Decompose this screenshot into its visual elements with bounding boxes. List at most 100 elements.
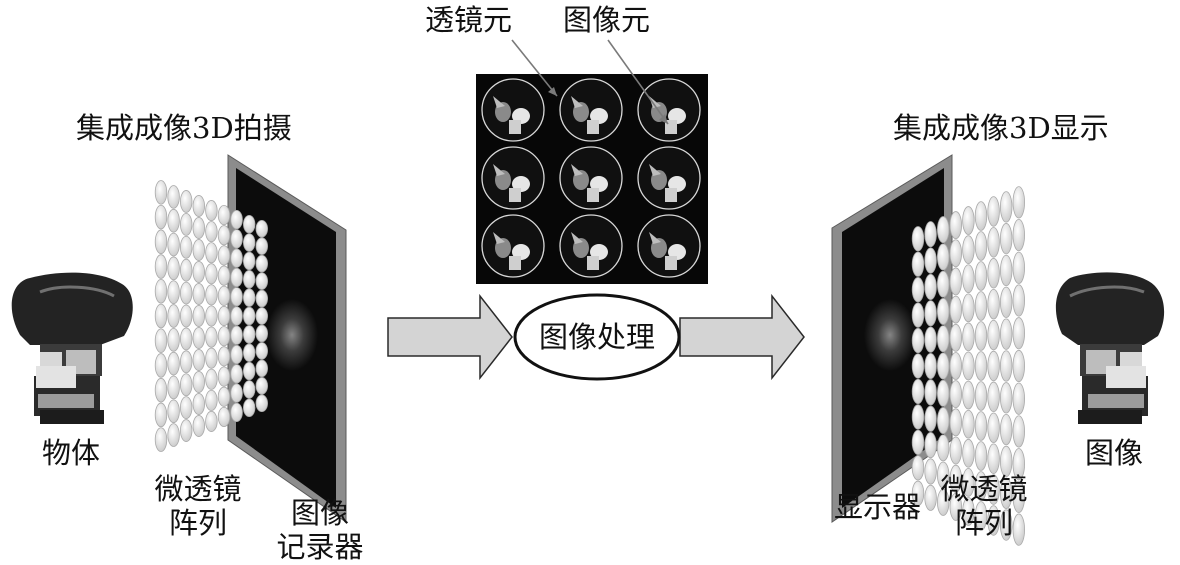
microlens — [255, 237, 268, 255]
elemental-image-detail — [509, 120, 521, 134]
microlens — [1000, 509, 1013, 541]
microlens — [230, 344, 243, 365]
lens-element-pointer-head — [548, 87, 557, 96]
microlens — [205, 284, 218, 306]
microlens — [949, 464, 962, 493]
microlens — [154, 204, 168, 230]
microlens — [949, 492, 962, 521]
elemental-image-detail — [649, 96, 661, 108]
microlens — [230, 248, 243, 268]
microlens — [974, 261, 988, 291]
microlens — [962, 206, 975, 235]
microlens — [243, 306, 256, 326]
microlens — [937, 270, 950, 298]
elemental-image-detail — [665, 188, 677, 202]
microlens — [987, 258, 1000, 289]
reconstructed-head-icon — [1055, 272, 1165, 424]
microlens — [192, 239, 205, 261]
microlens — [962, 293, 975, 323]
microlens — [924, 432, 937, 459]
microlens — [243, 233, 256, 252]
microlens — [949, 352, 962, 380]
microlens — [243, 380, 256, 399]
elemental-image-detail — [587, 120, 599, 134]
microlens — [243, 288, 256, 307]
microlens — [192, 305, 205, 327]
microlens — [154, 229, 168, 255]
microlens — [230, 229, 243, 249]
microlens — [205, 200, 218, 222]
object-label: 物体 — [42, 436, 101, 470]
microlens — [180, 373, 193, 397]
microlens — [180, 419, 193, 442]
microlens — [911, 480, 925, 506]
microlens — [1000, 318, 1013, 350]
microlens — [243, 270, 256, 289]
microlens — [180, 258, 193, 282]
microlens — [167, 423, 180, 447]
elemental-image-detail — [665, 256, 677, 270]
microlens — [205, 263, 218, 285]
microlens — [192, 217, 205, 239]
microlens — [987, 443, 1000, 474]
microlens — [1012, 513, 1025, 546]
microlens — [924, 379, 937, 406]
microlens — [937, 407, 950, 435]
microlens — [255, 219, 268, 238]
microlens — [180, 281, 193, 305]
elemental-image-cell — [637, 214, 701, 278]
microlens — [987, 196, 1000, 227]
microlens — [192, 261, 205, 283]
microlens — [180, 327, 193, 351]
microlens — [937, 461, 950, 489]
lens-element-label: 透镜元 — [425, 3, 513, 37]
microlens — [911, 277, 925, 303]
microlens — [205, 326, 218, 348]
image-recorder-label: 图像 记录器 — [272, 496, 368, 564]
microlens — [924, 221, 937, 248]
microlens — [205, 410, 218, 432]
display-device-label: 显示器 — [834, 490, 922, 524]
elemental-image-cell — [559, 214, 623, 278]
microlens — [192, 371, 205, 393]
microlens — [167, 399, 180, 424]
reconstructed-image-label: 图像 — [1085, 436, 1144, 470]
image-processing-ellipse — [513, 293, 681, 381]
microlens — [243, 325, 256, 344]
microlens — [154, 427, 168, 452]
microlens — [962, 497, 975, 526]
microlens — [192, 327, 205, 349]
elemental-image-detail — [649, 232, 661, 244]
microlens — [1012, 382, 1025, 415]
microlens — [937, 488, 950, 516]
microlens — [230, 267, 243, 288]
microlens — [167, 327, 180, 352]
microlens — [230, 209, 243, 230]
microlens — [1012, 186, 1025, 219]
microlens — [205, 347, 218, 369]
elemental-image-cell — [637, 146, 701, 210]
microlens — [937, 379, 950, 407]
microlens — [192, 195, 205, 217]
microlens — [154, 303, 168, 329]
microlens — [180, 350, 193, 374]
elemental-image-detail — [649, 164, 661, 176]
microlens — [255, 272, 268, 290]
microlens — [1000, 286, 1013, 319]
microlens — [255, 254, 268, 273]
microlens — [949, 408, 962, 437]
microlens — [192, 415, 205, 437]
microlens — [230, 383, 243, 403]
elemental-image-detail — [493, 164, 505, 176]
microlens — [962, 468, 975, 497]
microlens — [230, 364, 243, 384]
elemental-image-cell — [559, 146, 623, 210]
microlens — [217, 245, 231, 266]
microlens — [180, 304, 193, 328]
microlens — [1012, 448, 1025, 481]
elemental-image-cell — [481, 146, 545, 210]
microlens — [924, 484, 937, 511]
microlens — [167, 256, 180, 281]
microlens — [962, 351, 975, 381]
microlens — [1012, 317, 1025, 350]
